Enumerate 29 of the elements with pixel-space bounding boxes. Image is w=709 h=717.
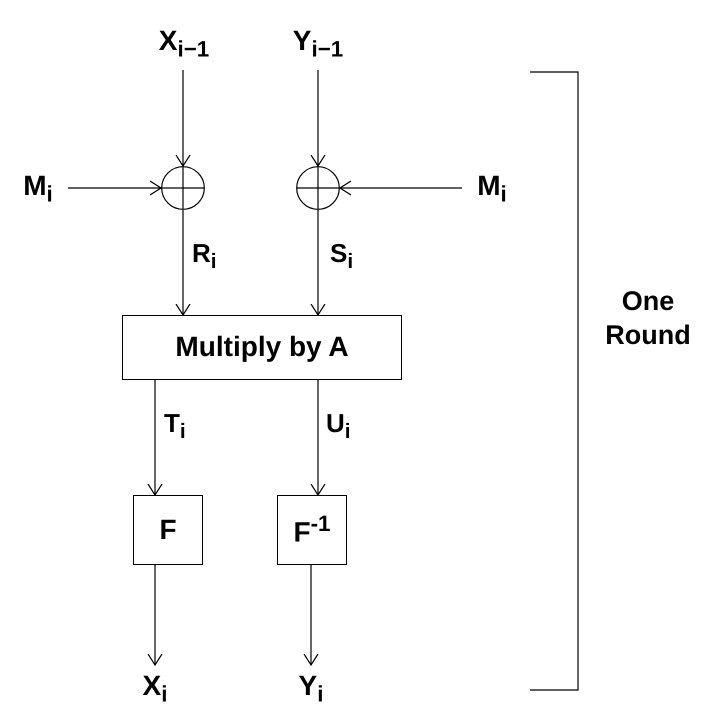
process-box bbox=[277, 495, 347, 565]
edge-label: T$_{i}$ bbox=[164, 408, 186, 444]
arrow bbox=[147, 565, 163, 666]
box-label: Multiply by A bbox=[175, 332, 349, 363]
box-label: F$^{-1}$ bbox=[293, 512, 331, 548]
arrow bbox=[175, 70, 191, 167]
arrow bbox=[339, 180, 462, 196]
edge-label: S$_{i}$ bbox=[330, 238, 354, 274]
arrow bbox=[303, 565, 319, 666]
box-label: F bbox=[159, 514, 177, 546]
variable-label: X$_{i−1}$ bbox=[158, 26, 210, 62]
arrow bbox=[175, 210, 191, 316]
bracket-label: One Round bbox=[604, 285, 692, 352]
arrow bbox=[310, 210, 326, 316]
arrow bbox=[147, 380, 163, 496]
arrow bbox=[68, 180, 162, 196]
process-box bbox=[122, 315, 402, 380]
variable-label: M$_{i}$ bbox=[23, 170, 53, 208]
variable-label: M$_{i}$ bbox=[477, 170, 507, 208]
arrow bbox=[310, 380, 326, 496]
process-box bbox=[133, 495, 203, 565]
arrow bbox=[310, 70, 326, 167]
variable-label: Y$_{i−1}$ bbox=[292, 26, 344, 62]
xor-circle bbox=[296, 166, 340, 210]
variable-label: Y$_{i}$ bbox=[298, 670, 324, 708]
variable-label: X$_{i}$ bbox=[142, 670, 168, 708]
edge-label: R$_{i}$ bbox=[192, 238, 217, 274]
xor-circle bbox=[161, 166, 205, 210]
edge-label: U$_{i}$ bbox=[326, 408, 351, 444]
